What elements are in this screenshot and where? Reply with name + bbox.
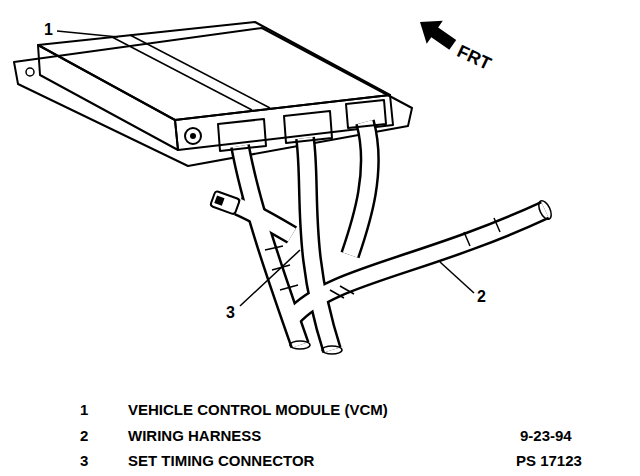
harness-tube [350,122,370,255]
wiring-harness [238,122,554,354]
screw-head [190,133,196,139]
connector-body [210,191,240,215]
legend-number: 3 [80,453,88,470]
leader-line [57,31,118,37]
callout-number: 1 [44,21,53,39]
front-arrow [412,11,461,57]
harness-tube [350,122,370,255]
screw [185,128,201,144]
module-connector [346,100,386,128]
set-timing-connector [210,191,240,215]
part-name: VEHICLE CONTROL MODULE (VCM) [128,402,388,419]
module-connector [218,119,266,151]
leader-line [240,250,300,306]
harness-end [290,341,310,349]
harness-tube [238,206,292,235]
connector-face [214,195,224,205]
mount-hole [26,68,34,76]
part-name: SET TIMING CONNECTOR [128,453,314,470]
date-code: 9-23-94 [520,428,572,445]
cover-ridge [112,37,252,110]
harness-corrugation [265,218,500,298]
callout-number: 2 [477,288,486,306]
callout-number: 3 [226,304,235,322]
harness-tube [305,138,332,350]
harness-end [322,346,342,354]
direction-label: FRT [454,42,494,75]
mounting-flange [14,28,412,166]
harness-tube [292,210,545,318]
harness-tube [292,210,545,318]
harness-end [536,199,554,221]
leader-line [440,262,474,293]
legend-number: 2 [80,428,88,445]
harness-tube [305,138,332,350]
figure-code: PS 17123 [516,453,582,470]
part-name: WIRING HARNESS [128,428,261,445]
housing-top [38,22,390,120]
module-connector [284,111,332,143]
legend-number: 1 [80,402,88,419]
cover-ridge [130,35,270,108]
